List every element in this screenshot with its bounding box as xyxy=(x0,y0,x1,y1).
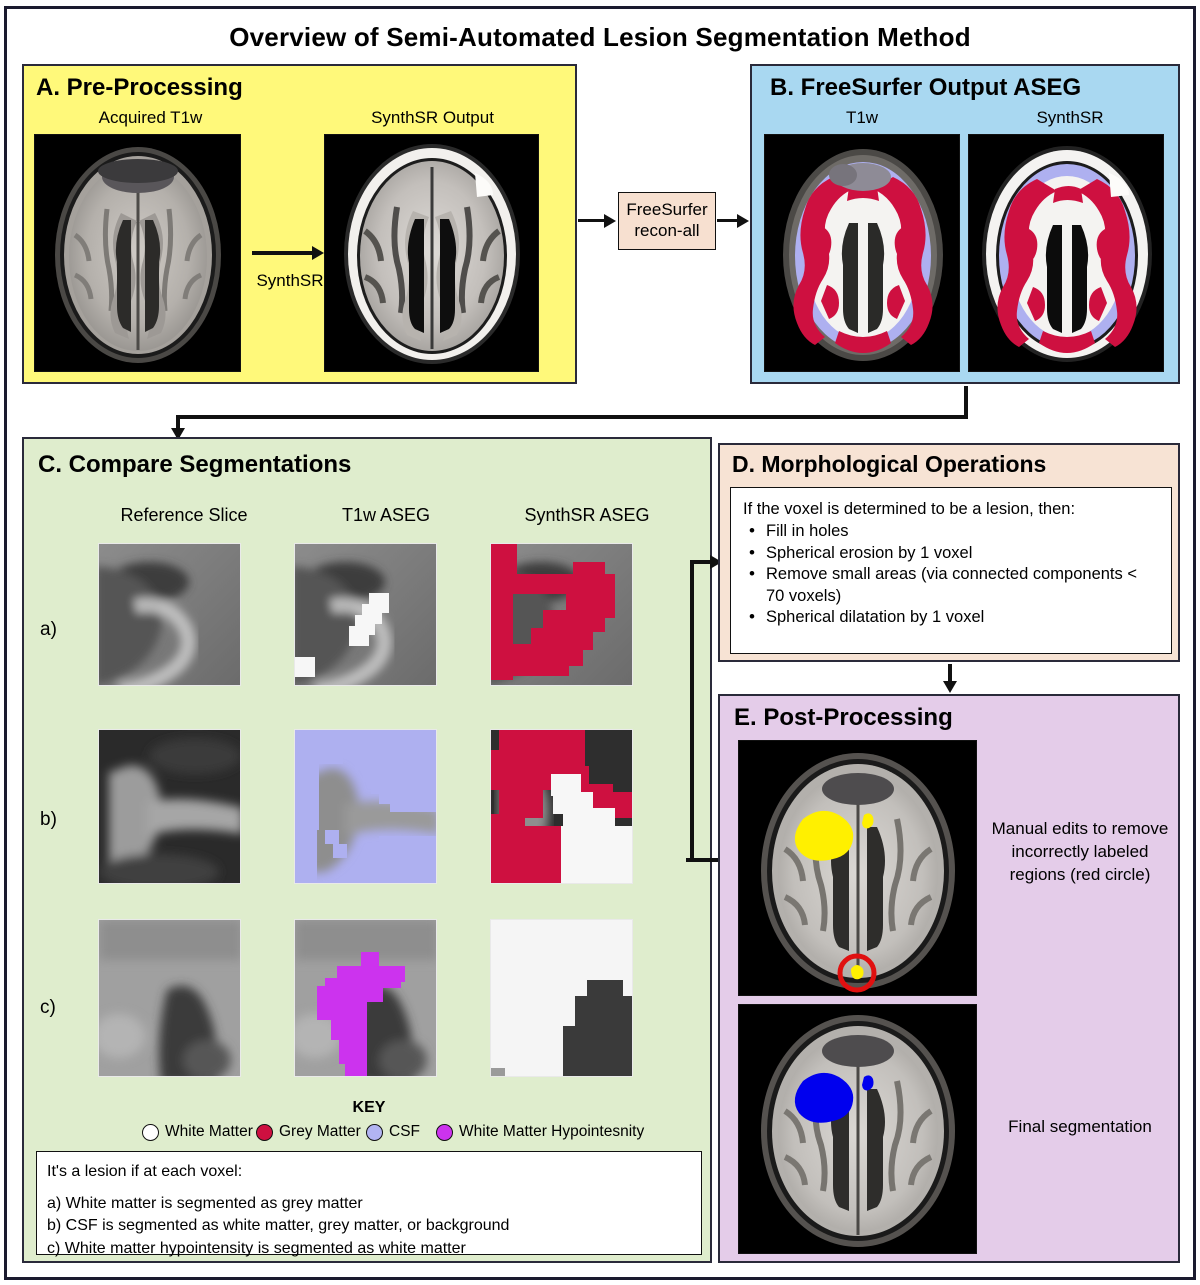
freesurfer-to-b-head xyxy=(737,214,749,228)
tile-b-reference-slice xyxy=(98,729,241,884)
freesurfer-line-2: recon-all xyxy=(634,221,700,240)
figure-border xyxy=(4,6,1196,1280)
tile-a-reference-slice xyxy=(98,543,241,686)
key-label-white-matter: White Matter xyxy=(165,1123,253,1140)
panel-a-right-caption: SynthSR Output xyxy=(371,108,494,127)
panel-c-compare-segmentations: C. Compare Segmentations Reference Slice… xyxy=(22,437,712,1263)
d-to-e-arrow-head xyxy=(943,681,957,693)
panel-e-caption-top: Manual edits to remove incorrectly label… xyxy=(991,819,1169,884)
panel-c-row-label-a: a) xyxy=(40,619,57,640)
key-title: KEY xyxy=(352,1099,386,1116)
mri-acquired-t1w xyxy=(34,134,241,372)
panel-c-column-synthsr-aseg: SynthSR ASEG xyxy=(524,505,650,525)
mri-post-processing-with-edits xyxy=(738,740,977,996)
a-to-freesurfer-shaft xyxy=(578,219,605,222)
b-to-c-line-drop xyxy=(176,415,180,437)
mri-final-segmentation xyxy=(738,1004,977,1254)
lesion-criteria-box: It's a lesion if at each voxel: a) White… xyxy=(36,1151,702,1257)
panel-d-lead: If the voxel is determined to be a lesio… xyxy=(743,500,1076,518)
panel-d-title: D. Morphological Operations xyxy=(732,451,1047,477)
figure-title: Overview of Semi-Automated Lesion Segmen… xyxy=(229,22,971,52)
criteria-lead: It's a lesion if at each voxel: xyxy=(47,1163,243,1180)
tile-b-synthsr-aseg xyxy=(490,729,633,884)
mri-synthsr-aseg xyxy=(968,134,1164,372)
synthsr-arrow-label: SynthSR xyxy=(256,271,324,290)
synthsr-arrow-head xyxy=(312,246,324,260)
c-to-d-line-right xyxy=(686,858,724,862)
panel-d-morphological-operations: D. Morphological Operations If the voxel… xyxy=(718,443,1180,662)
panel-b-freesurfer-output-aseg: B. FreeSurfer Output ASEG T1w SynthSR xyxy=(750,64,1180,384)
key-label-csf: CSF xyxy=(389,1123,420,1140)
freesurfer-line-1: FreeSurfer xyxy=(626,200,708,220)
panel-d-bullet-1: Fill in holes xyxy=(749,520,1158,543)
grey-matter-swatch-icon xyxy=(256,1123,273,1141)
tile-c-synthsr-aseg xyxy=(490,919,633,1077)
white-matter-swatch-icon xyxy=(142,1123,159,1141)
panel-c-row-label-b: b) xyxy=(40,809,57,830)
key-label-white-matter-hypointensity: White Matter Hypointesnity xyxy=(459,1123,645,1140)
b-to-c-line-down xyxy=(964,386,968,418)
panel-d-bullet-4: Spherical dilatation by 1 voxel xyxy=(749,606,1158,629)
b-to-c-line-horizontal xyxy=(176,415,968,419)
panel-c-row-label-c: c) xyxy=(40,997,56,1018)
panel-a-title: A. Pre-Processing xyxy=(36,74,243,101)
key-item-csf: CSF xyxy=(366,1123,420,1141)
freesurfer-to-b-shaft xyxy=(717,219,739,222)
c-to-d-line-into-d xyxy=(690,560,714,564)
tile-a-synthsr-aseg xyxy=(490,543,633,686)
panel-c-title: C. Compare Segmentations xyxy=(38,451,352,478)
synthsr-arrow-shaft xyxy=(252,251,314,255)
panel-e-caption-bottom: Final segmentation xyxy=(1008,1117,1152,1136)
panel-b-left-caption: T1w xyxy=(845,108,879,127)
panel-e-title: E. Post-Processing xyxy=(734,704,953,731)
panel-c-column-reference-slice: Reference Slice xyxy=(120,505,248,525)
panel-e-post-processing: E. Post-Processing xyxy=(718,694,1180,1263)
panel-c-column-t1w-aseg: T1w ASEG xyxy=(341,505,431,525)
key-item-white-matter-hypointensity: White Matter Hypointesnity xyxy=(436,1123,644,1141)
csf-swatch-icon xyxy=(366,1123,383,1141)
panel-b-title: B. FreeSurfer Output ASEG xyxy=(770,74,1082,101)
panel-d-bullet-3: Remove small areas (via connected compon… xyxy=(749,563,1158,607)
mri-t1w-aseg xyxy=(764,134,960,372)
panel-d-bullet-2: Spherical erosion by 1 voxel xyxy=(749,542,1158,565)
tile-c-reference-slice xyxy=(98,919,241,1077)
white-matter-hypointensity-swatch-icon xyxy=(436,1123,453,1141)
mri-synthsr-output xyxy=(324,134,539,372)
criteria-item-a: a) White matter is segmented as grey mat… xyxy=(47,1194,363,1212)
panel-a-pre-processing: A. Pre-Processing Acquired T1w SynthSR O… xyxy=(22,64,577,384)
tile-a-t1w-aseg xyxy=(294,543,437,686)
c-to-d-line-up xyxy=(690,560,694,862)
freesurfer-recon-all-box: FreeSurfer recon-all xyxy=(618,192,716,250)
criteria-item-c: c) White matter hypointensity is segment… xyxy=(47,1240,466,1258)
tile-c-t1w-aseg xyxy=(294,919,437,1077)
panel-b-right-caption: SynthSR xyxy=(1036,108,1104,127)
key-item-grey-matter: Grey Matter xyxy=(256,1123,361,1141)
panel-d-content-box: If the voxel is determined to be a lesio… xyxy=(730,487,1172,654)
criteria-item-b: b) CSF is segmented as white matter, gre… xyxy=(47,1217,510,1235)
a-to-freesurfer-head xyxy=(604,214,616,228)
d-to-e-shaft xyxy=(948,664,952,686)
key-item-white-matter: White Matter xyxy=(142,1123,253,1141)
tile-b-t1w-aseg xyxy=(294,729,437,884)
panel-a-left-caption: Acquired T1w xyxy=(98,108,203,127)
key-label-grey-matter: Grey Matter xyxy=(279,1123,361,1140)
